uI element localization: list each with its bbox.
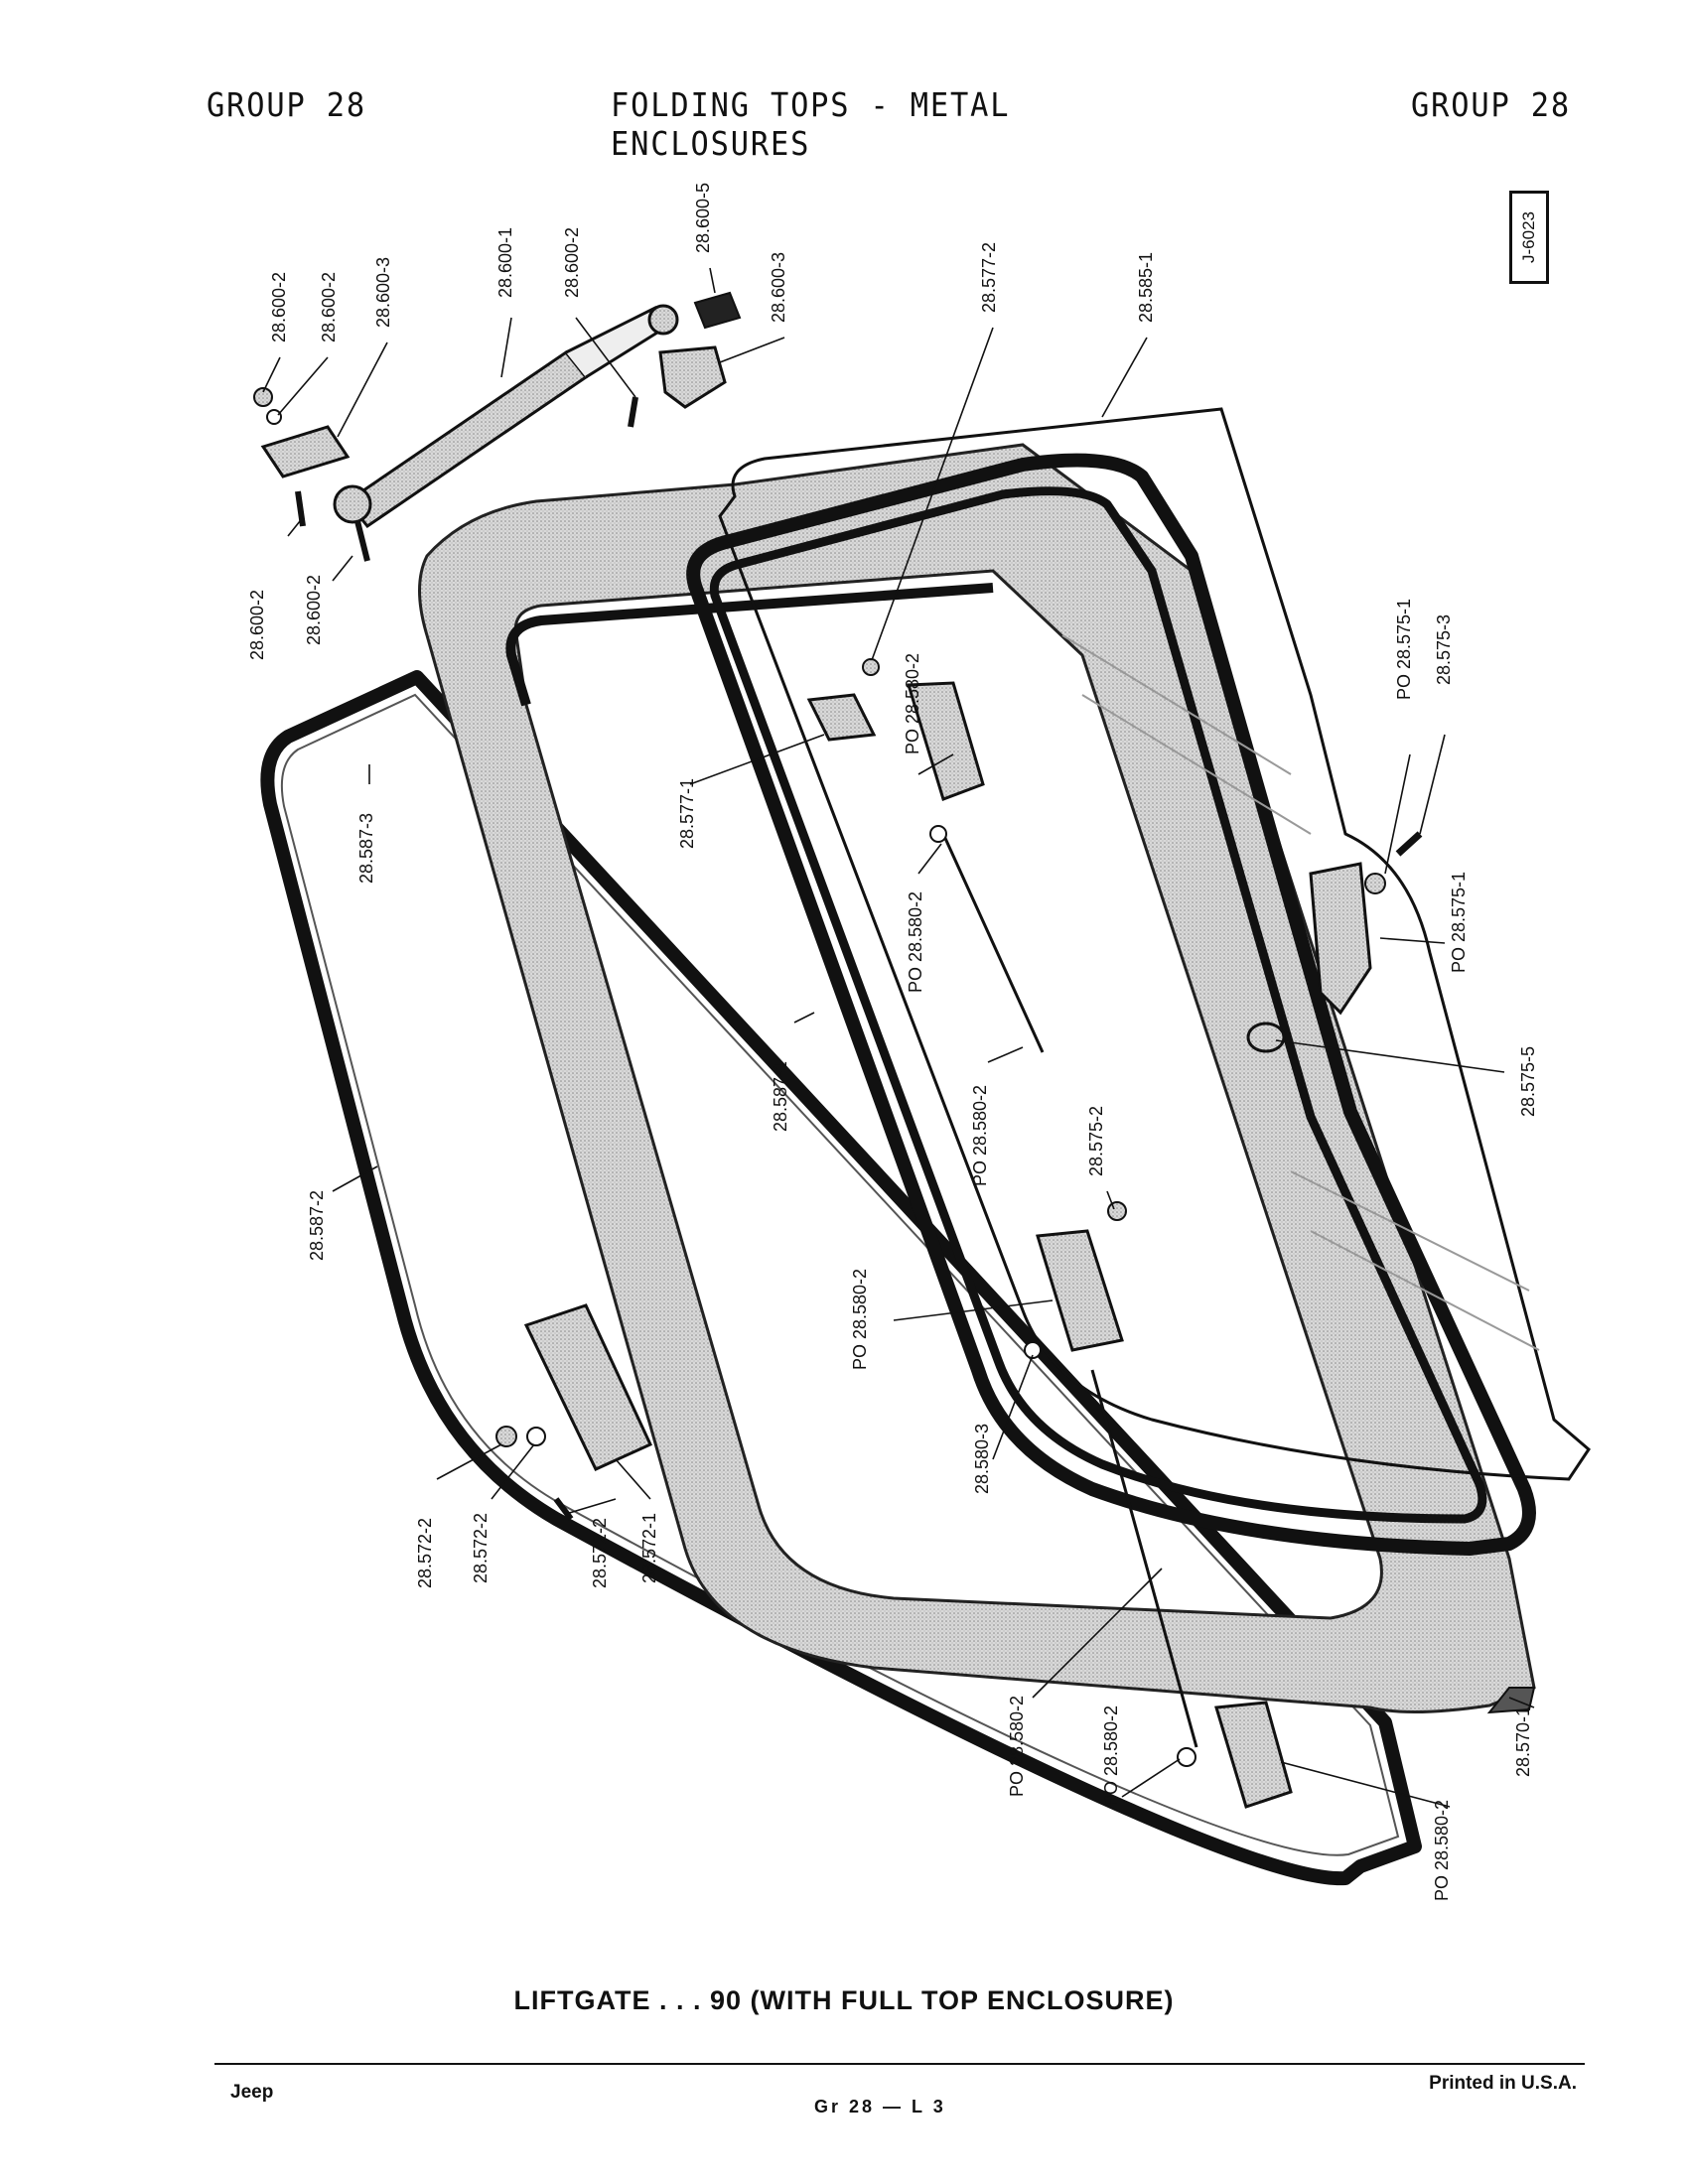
callout-label: 28.587-2 — [307, 1190, 327, 1261]
callout-label: 28.575-5 — [1518, 1046, 1538, 1117]
callout-label: 28.600-2 — [562, 227, 582, 298]
callout-label: 28.600-1 — [495, 227, 515, 298]
liftgate-glass — [718, 407, 1591, 1481]
strut-lower-bracket — [260, 425, 351, 478]
callout-label: 28.600-3 — [769, 252, 788, 323]
callout-label: PO 28.575-1 — [1394, 599, 1414, 700]
glass-channel-seal — [686, 453, 1536, 1556]
callout-label: 28.600-5 — [693, 183, 713, 253]
latch-rod-lower — [1090, 1369, 1198, 1748]
callout-label: 28.587-1 — [771, 1061, 790, 1132]
footer-printed-note: Printed in U.S.A. — [1429, 2073, 1577, 2094]
liftgate-hinge — [523, 1303, 652, 1471]
footer-divider — [214, 2063, 1585, 2065]
callout-label: 28.577-2 — [979, 242, 999, 313]
callout-labels: 28.600-2 28.600-2 28.600-3 28.600-1 28.600-2… — [247, 183, 1538, 1901]
bottom-latch-plate — [1214, 1701, 1293, 1809]
callout-leader-lines — [262, 267, 1535, 1808]
callout-label: 28.572-2 — [590, 1518, 610, 1588]
callout-label: 28.600-2 — [319, 272, 339, 342]
callout-label: 28.572-2 — [471, 1513, 491, 1583]
callout-label: 28.575-3 — [1434, 614, 1454, 685]
upper-latch-plate — [907, 681, 985, 801]
header-left-group: GROUP 28 — [207, 85, 366, 124]
callout-label: 28.587-3 — [356, 813, 376, 884]
callout-label: PO 28.580-2 — [850, 1269, 870, 1370]
callout-label: 28.570-1 — [1513, 1706, 1533, 1777]
callout-label: PO 28.580-2 — [903, 653, 922, 754]
figure-caption: LIFTGATE . . . 90 (WITH FULL TOP ENCLOSU… — [513, 1985, 1175, 2015]
callout-label: PO 28.580-2 — [906, 891, 925, 993]
callout-label: 28.577-1 — [677, 778, 697, 849]
page-title: FOLDING TOPS - METAL ENCLOSURES — [611, 85, 1011, 163]
lower-latch-plate — [1036, 1229, 1124, 1352]
strut-end-cap — [693, 291, 742, 330]
callout-label: 28.600-2 — [304, 575, 324, 645]
footer-page-number: Gr 28 — L 3 — [814, 2097, 946, 2116]
callout-label: 28.600-2 — [247, 590, 267, 660]
callout-label: PO 28.580-2 — [970, 1085, 990, 1186]
liftgate-handle — [1309, 862, 1372, 1016]
callout-label: PO 28.575-1 — [1449, 872, 1469, 973]
callout-label: 28.585-1 — [1136, 252, 1156, 323]
callout-label: PO 28.580-2 — [1007, 1696, 1027, 1797]
callout-label: 28.600-2 — [269, 272, 289, 342]
liftgate-frame — [418, 443, 1536, 1714]
glass-hinge-block — [806, 693, 877, 742]
callout-label: 28.600-3 — [373, 257, 393, 328]
strut-upper-bracket — [658, 345, 727, 409]
footer-brand: Jeep — [230, 2082, 274, 2103]
callout-label: 28.575-2 — [1086, 1106, 1106, 1176]
callout-label: PO 28.580-2 — [1432, 1800, 1452, 1901]
callout-label: PO 28.580-2 — [1101, 1706, 1121, 1807]
callout-label: 28.580-3 — [972, 1424, 992, 1494]
outer-weatherstrip-seal — [260, 670, 1422, 1886]
figure-reference-box: J-6023 — [1509, 191, 1549, 284]
header-right-group: GROUP 28 — [1411, 85, 1571, 124]
callout-label: 28.572-2 — [415, 1518, 435, 1588]
latch-rod-upper — [941, 833, 1045, 1053]
callout-label: 28.572-1 — [639, 1513, 659, 1583]
